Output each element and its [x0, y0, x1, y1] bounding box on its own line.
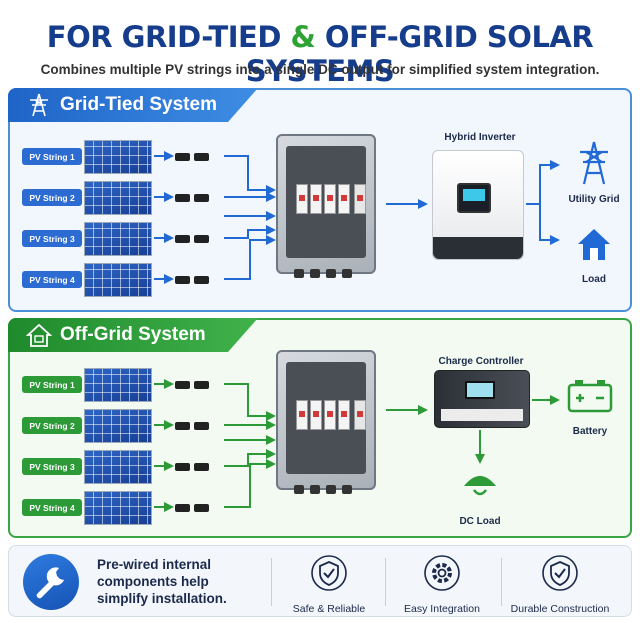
solar-panel	[84, 140, 152, 174]
load-label: Load	[582, 274, 606, 285]
pv-string-label: PV String 3	[22, 230, 82, 247]
hybrid-inverter	[432, 150, 524, 260]
hybrid-inverter-label: Hybrid Inverter	[444, 132, 516, 143]
house-icon	[578, 229, 610, 260]
solar-panel	[84, 450, 152, 484]
gear-icon	[424, 555, 460, 591]
mc4-connector-icon	[175, 381, 209, 389]
shield-check-icon	[311, 555, 347, 591]
battery-icon	[567, 380, 613, 413]
mc4-connector-icon	[175, 463, 209, 471]
feature-durable-construction: Durable Construction	[505, 554, 615, 615]
combiner-box	[276, 350, 376, 494]
dc-load-label: DC Load	[459, 516, 501, 527]
pv-string-label: PV String 2	[22, 417, 82, 434]
solar-panel	[84, 409, 152, 443]
off-grid-house-icon	[26, 323, 52, 347]
off-grid-title: Off-Grid System	[60, 324, 206, 345]
pv-string-label: PV String 3	[22, 458, 82, 475]
solar-panel	[84, 263, 152, 297]
feature-easy-integration: Easy Integration	[387, 554, 497, 615]
page-title: FOR GRID-TIED & OFF-GRID SOLAR SYSTEMS	[46, 20, 594, 88]
mc4-connector-icon	[175, 504, 209, 512]
solar-panel	[84, 491, 152, 525]
grid-tied-title: Grid-Tied System	[60, 94, 217, 115]
mc4-connector-icon	[175, 153, 209, 161]
wrench-badge	[23, 554, 79, 610]
off-grid-banner: Off-Grid System	[8, 318, 258, 352]
mc4-connector-icon	[175, 194, 209, 202]
mc4-connector-icon	[175, 276, 209, 284]
pv-string-label: PV String 4	[22, 499, 82, 516]
mc4-connector-icon	[175, 235, 209, 243]
solar-panel	[84, 368, 152, 402]
feature-safe-reliable: Safe & Reliable	[274, 554, 384, 615]
solar-panel	[84, 181, 152, 215]
grid-flow-arrows	[154, 151, 560, 284]
pv-string-label: PV String 4	[22, 271, 82, 288]
prewired-note: Pre-wired internal components help simpl…	[97, 557, 227, 606]
combiner-box	[276, 134, 376, 278]
mc4-connector-icon	[175, 422, 209, 430]
utility-grid-icon	[580, 141, 608, 185]
pv-string-label: PV String 1	[22, 148, 82, 165]
charge-controller	[434, 370, 530, 428]
wrench-icon	[36, 567, 64, 599]
grid-tied-panel: Grid-Tied System PV String 1 PV String 2…	[8, 88, 632, 312]
utility-grid-label: Utility Grid	[568, 194, 620, 205]
off-grid-panel: Off-Grid System PV String 1 PV String 2 …	[8, 318, 632, 538]
solar-panel	[84, 222, 152, 256]
page-subtitle: Combines multiple PV strings into a sing…	[40, 62, 600, 77]
grid-tied-banner: Grid-Tied System	[8, 88, 258, 122]
off-grid-flow-arrows	[154, 379, 560, 512]
features-bar: Pre-wired internal components help simpl…	[8, 545, 632, 617]
transmission-tower-icon	[30, 93, 48, 117]
dc-load-lamp-icon	[464, 476, 496, 496]
shield-icon	[542, 555, 578, 591]
battery-label: Battery	[572, 426, 608, 437]
pv-string-label: PV String 1	[22, 376, 82, 393]
pv-string-label: PV String 2	[22, 189, 82, 206]
charge-controller-label: Charge Controller	[438, 356, 524, 367]
